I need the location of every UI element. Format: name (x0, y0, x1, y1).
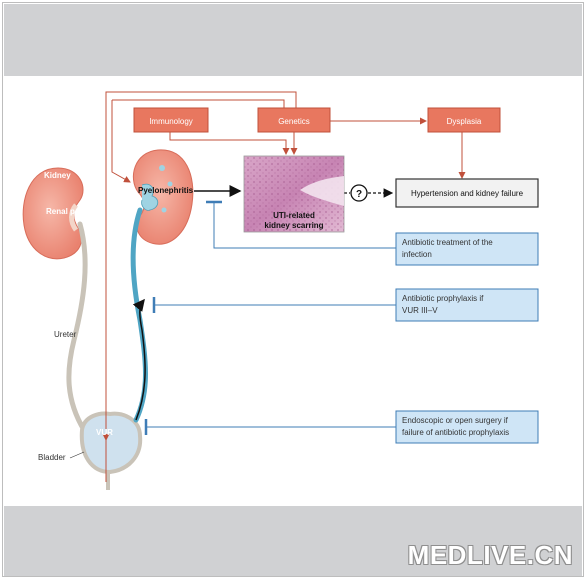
svg-text:VUR III–V: VUR III–V (402, 306, 438, 315)
uncertain-link-icon: ? (350, 184, 368, 202)
bladder-pointer (69, 451, 85, 459)
svg-text:UTI-related: UTI-related (273, 211, 315, 220)
intervention-connectors (144, 200, 396, 435)
kidney-label: Kidney (44, 171, 71, 180)
svg-text:Endoscopic or open surgery if: Endoscopic or open surgery if (402, 416, 509, 425)
genetics-box: Genetics (257, 107, 331, 133)
reflux-arrow (132, 298, 146, 421)
right-kidney (132, 149, 194, 245)
svg-text:Immunology: Immunology (149, 117, 193, 126)
svg-text:Hypertension and kidney failur: Hypertension and kidney failure (411, 189, 524, 198)
svg-text:kidney scarring: kidney scarring (264, 221, 323, 230)
svg-text:failure of antibiotic prophyla: failure of antibiotic prophylaxis (402, 428, 509, 437)
dysplasia-box: Dysplasia (427, 107, 501, 133)
connector-lines (102, 91, 466, 482)
outcome-box: Hypertension and kidney failure (395, 178, 539, 208)
intervention-box-antibiotic-prophylaxis: Antibiotic prophylaxis if VUR III–V (395, 288, 539, 322)
left-kidney (22, 167, 84, 260)
pyelonephritis-label: Pyelonephritis (138, 186, 194, 195)
svg-text:Antibiotic prophylaxis if: Antibiotic prophylaxis if (402, 294, 484, 303)
ureter-label: Ureter (54, 330, 77, 339)
svg-text:Dysplasia: Dysplasia (447, 117, 482, 126)
bottom-gray-band (4, 506, 582, 576)
scarring-histology: UTI-related kidney scarring (243, 155, 345, 233)
top-gray-band (4, 4, 582, 76)
renal-pelvis-label: Renal pelvis (46, 207, 93, 216)
svg-text:?: ? (356, 189, 362, 200)
intervention-box-antibiotic-treatment: Antibiotic treatment of the infection (395, 232, 539, 266)
vur-label: VUR (96, 428, 113, 437)
bladder (79, 411, 143, 490)
svg-text:infection: infection (402, 250, 432, 259)
watermark: MEDLIVE.CN (407, 540, 573, 570)
bladder-label: Bladder (38, 453, 66, 462)
svg-text:Antibiotic treatment of the: Antibiotic treatment of the (402, 238, 493, 247)
immunology-box: Immunology (133, 107, 209, 133)
svg-text:Genetics: Genetics (278, 117, 310, 126)
intervention-box-surgery: Endoscopic or open surgery if failure of… (395, 410, 539, 444)
left-ureter (66, 221, 88, 433)
